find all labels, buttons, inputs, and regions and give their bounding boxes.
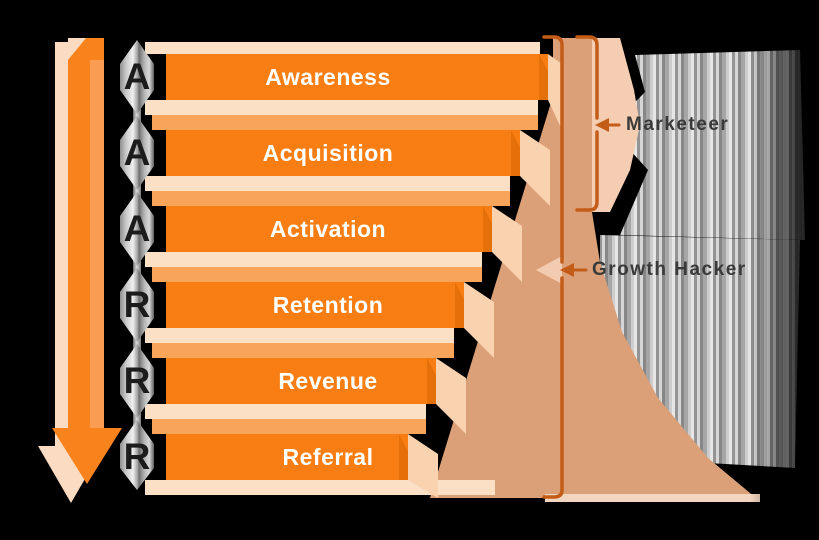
stage-label: Acquisition bbox=[262, 140, 394, 166]
growth-hacker-label: Growth Hacker bbox=[592, 259, 747, 280]
stage-bar-awareness: Awareness bbox=[166, 54, 548, 100]
stage-bar-retention: Retention bbox=[166, 282, 464, 328]
stage-label: Retention bbox=[272, 292, 384, 318]
stage-label: Revenue bbox=[278, 368, 378, 394]
stage-initial-letter: R bbox=[123, 436, 151, 477]
stage-label: Awareness bbox=[265, 64, 391, 90]
stage-shadow-bands bbox=[145, 42, 562, 498]
marketeer-label: Marketeer bbox=[626, 114, 730, 135]
down-arrow-icon bbox=[38, 38, 122, 503]
stage-initial-letter: A bbox=[123, 208, 151, 249]
stage-initial-letter: R bbox=[123, 360, 151, 401]
stage-bar-revenue: Revenue bbox=[166, 358, 436, 404]
marketeer-brace-icon bbox=[575, 35, 621, 212]
growth-hacker-brace-icon bbox=[542, 35, 588, 499]
stage-bar-activation: Activation bbox=[166, 206, 492, 252]
stage-bar-acquisition: Acquisition bbox=[166, 130, 520, 176]
stage-initial-letter: A bbox=[123, 132, 151, 173]
right-edge-fade bbox=[750, 36, 816, 503]
stage-initial-letter: R bbox=[123, 284, 151, 325]
stage-label: Activation bbox=[269, 216, 387, 242]
stage-label: Referral bbox=[282, 444, 374, 470]
stage-bar-referral: Referral bbox=[166, 434, 408, 480]
stage-initial-letter: A bbox=[123, 56, 151, 97]
letter-chain bbox=[120, 40, 154, 490]
